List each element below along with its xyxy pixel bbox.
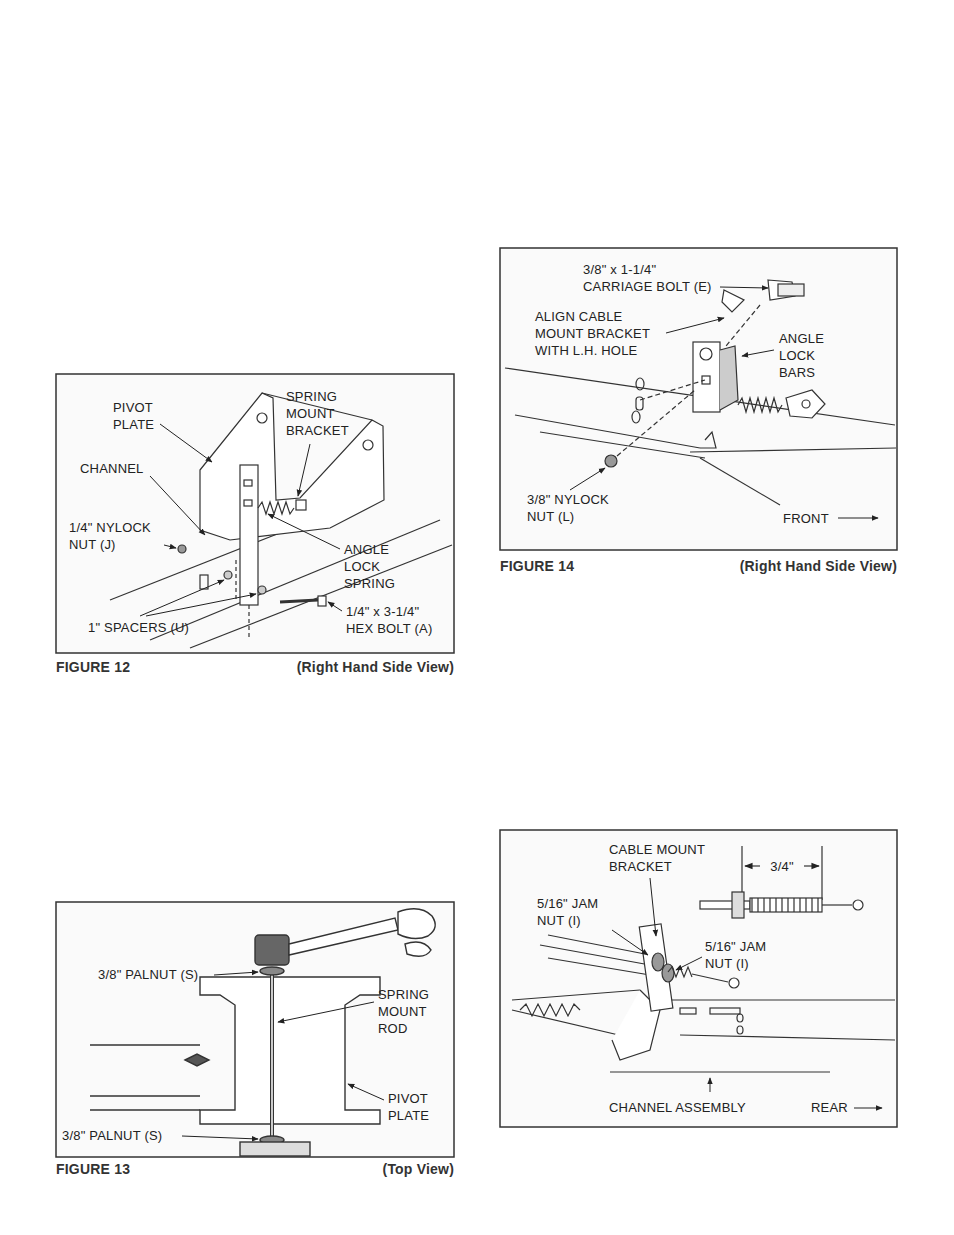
figure-caption: FIGURE 13 [56, 1161, 130, 1178]
figure-14-drawing [505, 280, 896, 505]
dimension-label: 3/4" [764, 858, 800, 875]
part-label: 3/8" PALNUT (S) [98, 966, 198, 983]
part-label: 1/4" NYLOCK NUT (J) [69, 519, 161, 553]
figure-frame [56, 902, 454, 1157]
figure-caption: (Top View) [254, 1161, 454, 1178]
part-label: REAR [811, 1099, 848, 1116]
figure-frame [500, 830, 897, 1127]
part-label: 5/16" JAM NUT (I) [705, 938, 787, 972]
part-label: SPRING MOUNT ROD [378, 986, 440, 1037]
part-label: ANGLE LOCK SPRING [344, 541, 404, 592]
part-label: 3/8" PALNUT (S) [62, 1127, 162, 1144]
figure-caption: (Right Hand Side View) [697, 558, 897, 575]
figure-caption: FIGURE 12 [56, 659, 130, 676]
figure-12-drawing [110, 393, 452, 648]
figure-caption: FIGURE 14 [500, 558, 574, 575]
part-label: ALIGN CABLE MOUNT BRACKET WITH L.H. HOLE [535, 308, 657, 359]
part-label: 1" SPACERS (U) [88, 619, 189, 636]
part-label: ANGLE LOCK BARS [779, 330, 839, 381]
part-label: 3/8" NYLOCK NUT (L) [527, 491, 622, 525]
figure-15-drawing [512, 846, 895, 1072]
part-label: FRONT [783, 510, 829, 527]
figure-frame [56, 374, 454, 653]
figure-frame [500, 248, 897, 550]
part-label: PIVOT PLATE [113, 399, 173, 433]
part-label: CHANNEL [80, 460, 144, 477]
part-label: SPRING MOUNT BRACKET [286, 388, 366, 439]
part-label: 3/8" x 1-1/4" CARRIAGE BOLT (E) [583, 261, 718, 295]
figure-caption: (Right Hand Side View) [254, 659, 454, 676]
part-label: CABLE MOUNT BRACKET [609, 841, 719, 875]
part-label: 1/4" x 3-1/4" HEX BOLT (A) [346, 603, 444, 637]
part-label: CHANNEL ASSEMBLY [609, 1099, 746, 1116]
part-label: PIVOT PLATE [388, 1090, 443, 1124]
part-label: 5/16" JAM NUT (I) [537, 895, 617, 929]
